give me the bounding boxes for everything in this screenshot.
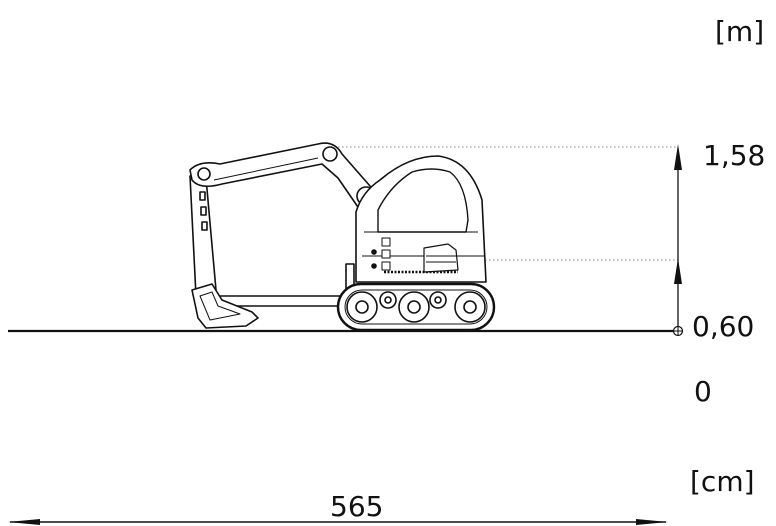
height-label-top: 1,58 bbox=[703, 139, 766, 172]
height-unit-label: [m] bbox=[715, 15, 765, 48]
length-value-label: 565 bbox=[330, 490, 384, 523]
excavator-machine bbox=[189, 142, 496, 332]
length-dimension bbox=[8, 519, 668, 525]
height-label-lower: 0,60 bbox=[692, 310, 755, 343]
height-label-ground: 0 bbox=[694, 375, 712, 408]
engine-block bbox=[423, 243, 459, 273]
height-dimension bbox=[672, 144, 684, 337]
boom-arm bbox=[189, 142, 375, 211]
track-wheels bbox=[346, 291, 486, 323]
cab-window bbox=[377, 168, 469, 233]
length-unit-label: [cm] bbox=[690, 465, 755, 498]
